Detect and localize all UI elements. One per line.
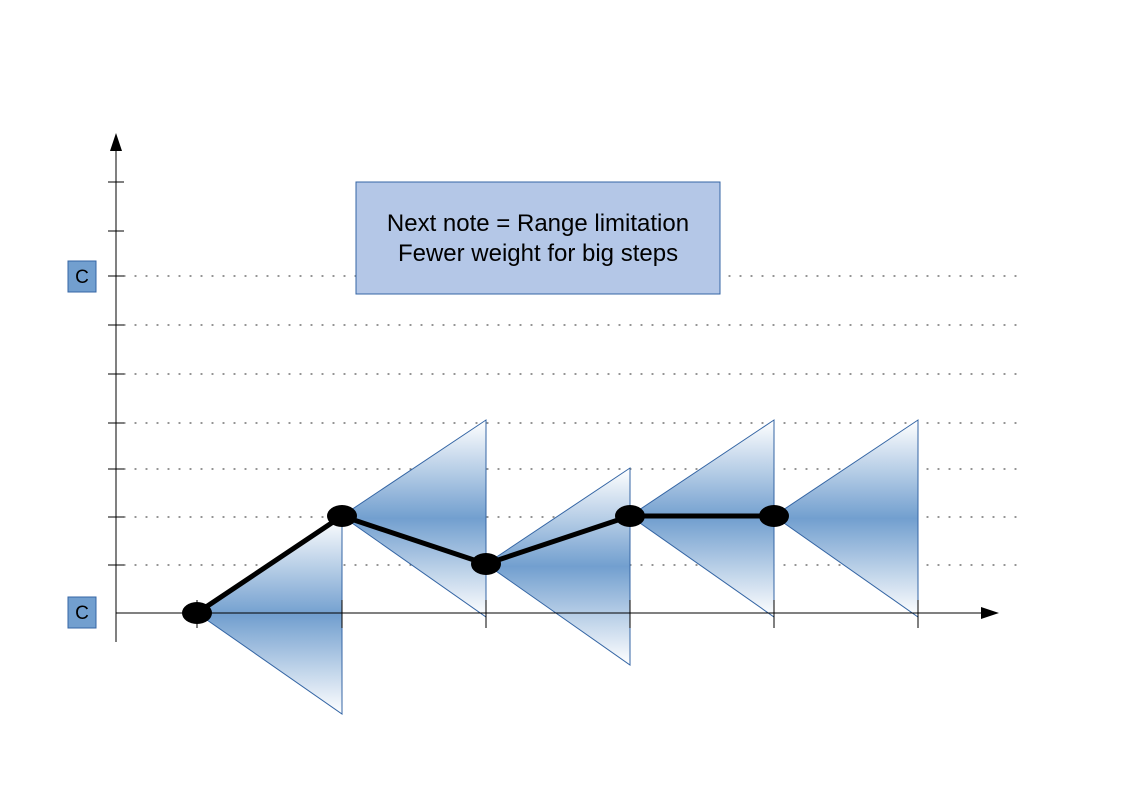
pitch-label-top-text: C	[75, 267, 89, 288]
melody-point	[471, 553, 501, 575]
melody-points	[182, 505, 789, 624]
range-triangle	[773, 419, 919, 618]
note-box: Next note = Range limitation Fewer weigh…	[355, 181, 721, 295]
axes	[108, 133, 999, 642]
melody-point	[615, 505, 645, 527]
melody	[182, 505, 789, 624]
pitch-label-top: C	[67, 260, 97, 293]
note-box-line-2: Fewer weight for big steps	[398, 240, 678, 267]
melody-point	[327, 505, 357, 527]
range-triangle	[196, 516, 343, 715]
range-triangle	[485, 467, 631, 666]
y-axis-ticks	[108, 181, 124, 566]
range-triangles	[196, 419, 919, 715]
melody-point	[182, 602, 212, 624]
arrow-up-icon	[110, 133, 122, 151]
arrow-right-icon	[981, 607, 999, 619]
range-triangle	[341, 419, 487, 618]
pitch-label-bottom: C	[67, 596, 97, 629]
pitch-label-bottom-text: C	[75, 603, 89, 624]
melody-point	[759, 505, 789, 527]
note-box-background	[355, 181, 721, 295]
note-box-line-1: Next note = Range limitation	[387, 210, 689, 237]
